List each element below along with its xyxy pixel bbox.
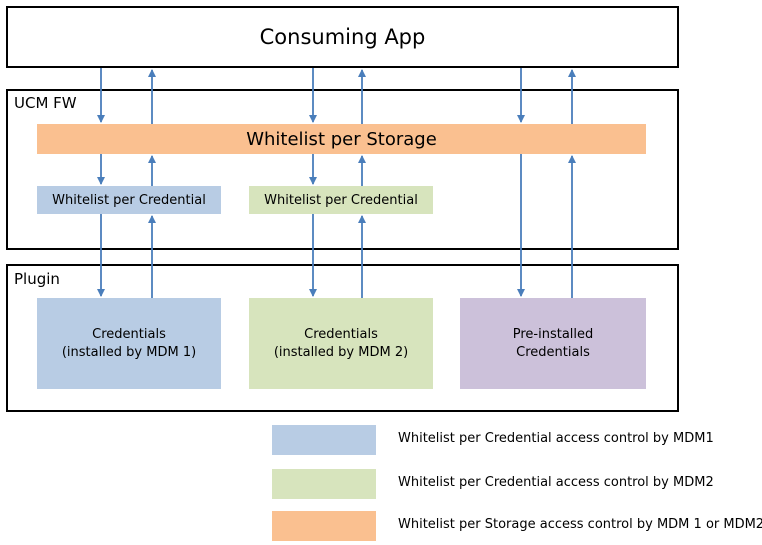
credentials-mdm1-line2: (installed by MDM 1) — [61, 344, 197, 360]
whitelist-per-credential-mdm2: Whitelist per Credential — [249, 186, 433, 214]
preinstalled-credentials-box: Pre-installed Credentials — [460, 298, 646, 389]
plugin-label: Plugin — [14, 270, 60, 288]
whitelist-per-credential-mdm2-label: Whitelist per Credential — [264, 192, 418, 208]
legend-text-mdm2: Whitelist per Credential access control … — [398, 475, 714, 490]
legend-swatch-mdm2 — [272, 469, 376, 499]
consuming-app-box: Consuming App — [6, 6, 679, 68]
ucm-fw-box: UCM FW — [6, 89, 679, 250]
legend-swatch-mdm1 — [272, 425, 376, 455]
consuming-app-label: Consuming App — [259, 25, 426, 49]
whitelist-per-credential-mdm1-label: Whitelist per Credential — [52, 192, 206, 208]
whitelist-per-storage-bar: Whitelist per Storage — [37, 124, 646, 154]
ucm-fw-label: UCM FW — [14, 94, 77, 112]
credentials-mdm1-line1: Credentials — [92, 326, 166, 342]
whitelist-per-storage-label: Whitelist per Storage — [246, 128, 437, 150]
credentials-mdm2-line2: (installed by MDM 2) — [273, 344, 409, 360]
legend-text-mdm1: Whitelist per Credential access control … — [398, 431, 714, 446]
preinstalled-line1: Pre-installed — [512, 326, 594, 342]
legend-text-storage: Whitelist per Storage access control by … — [398, 517, 762, 532]
legend-swatch-storage — [272, 511, 376, 541]
credentials-mdm2-box: Credentials (installed by MDM 2) — [249, 298, 433, 389]
preinstalled-line2: Credentials — [516, 344, 590, 360]
credentials-mdm2-line1: Credentials — [304, 326, 378, 342]
credentials-mdm1-box: Credentials (installed by MDM 1) — [37, 298, 221, 389]
whitelist-per-credential-mdm1: Whitelist per Credential — [37, 186, 221, 214]
